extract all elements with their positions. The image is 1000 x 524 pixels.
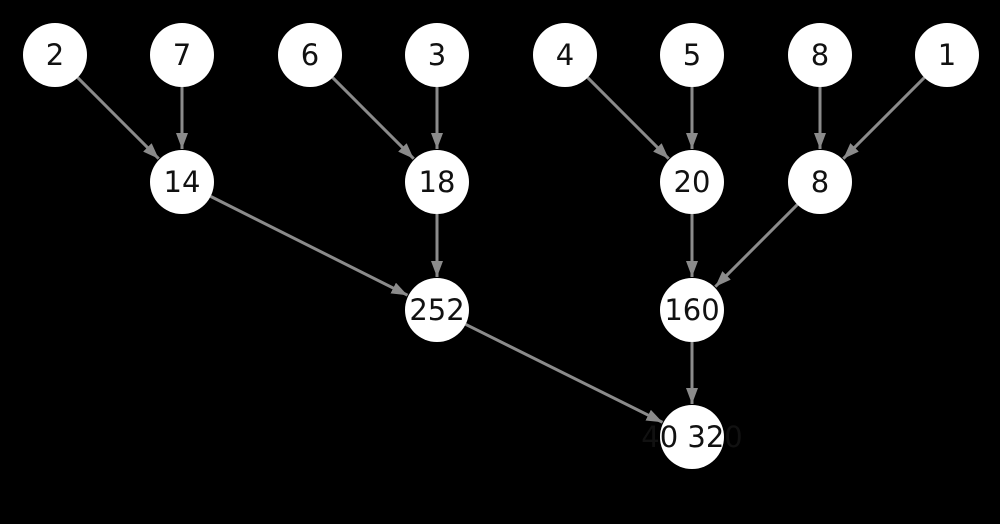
node-circle [533,23,597,87]
graph-node-n5: 5 [660,23,724,87]
node-label: 20 [674,165,711,199]
graph-node-n8b: 8 [788,150,852,214]
node-circle [788,150,852,214]
node-circle [660,150,724,214]
graph-node-n18: 18 [405,150,469,214]
graph-node-n14: 14 [150,150,214,214]
graph-node-n3: 3 [405,23,469,87]
graph-node-n4: 4 [533,23,597,87]
node-label: 1 [938,38,956,72]
node-label: 8 [811,38,829,72]
node-label: 40 320 [641,420,742,454]
graph-node-n1: 1 [915,23,979,87]
graph-edge-n6-n18 [331,76,415,160]
node-circle [278,23,342,87]
node-label: 7 [173,38,191,72]
graph-node-n20: 20 [660,150,724,214]
node-circle [915,23,979,87]
node-label: 6 [301,38,319,72]
node-circle [405,150,469,214]
node-label: 14 [164,165,201,199]
graph-node-n7: 7 [150,23,214,87]
node-circle [660,405,724,469]
node-circle [150,150,214,214]
node-label: 160 [664,293,719,327]
node-label: 4 [556,38,574,72]
node-circle [23,23,87,87]
node-label: 5 [683,38,701,72]
graph-node-n6: 6 [278,23,342,87]
graph-node-n2: 2 [23,23,87,87]
node-circle [660,278,724,342]
graph-node-n8a: 8 [788,23,852,87]
graph-edge-n4-n20 [586,76,670,160]
graph-edge-n2-n14 [76,76,160,160]
node-circle [788,23,852,87]
node-label: 8 [811,165,829,199]
graph-edge-n1-n8b [842,76,926,160]
node-label: 2 [46,38,64,72]
node-label: 252 [409,293,464,327]
graph-edge-n14-n252 [209,195,409,297]
node-label: 18 [419,165,456,199]
graph-edge-n252-n40320 [464,322,664,424]
node-circle [660,23,724,87]
node-label: 3 [428,38,446,72]
graph-node-n40320: 40 320 [641,405,743,469]
graph-node-n160: 160 [660,278,724,342]
node-circle [405,23,469,87]
graph-node-n252: 252 [405,278,469,342]
node-circle [405,278,469,342]
node-circle [150,23,214,87]
graph-edge-n8b-n160 [714,203,799,288]
